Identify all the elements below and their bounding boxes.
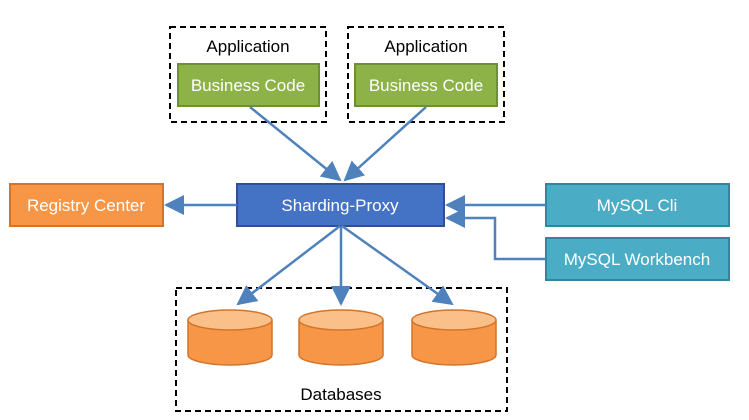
arrow-workbench-to-proxy bbox=[445, 208, 546, 261]
database-cylinder-1 bbox=[187, 309, 273, 366]
databases-label: Databases bbox=[300, 385, 381, 404]
application-border-2 bbox=[347, 26, 505, 123]
application-box-1: Application Business Code bbox=[169, 26, 327, 123]
database-cylinder-2 bbox=[298, 309, 384, 366]
mysql-cli-label: MySQL Cli bbox=[597, 196, 678, 215]
business-code-label-1: Business Code bbox=[191, 76, 305, 95]
business-code-box-2 bbox=[354, 63, 498, 107]
application-box-2: Application Business Code bbox=[347, 26, 505, 123]
application-title-1: Application bbox=[206, 37, 289, 56]
arrow-app1-to-proxy bbox=[249, 106, 342, 182]
database-top-2 bbox=[298, 309, 384, 331]
mysql-workbench-label: MySQL Workbench bbox=[564, 250, 710, 269]
registry-center-box bbox=[9, 183, 164, 227]
application-border-1 bbox=[169, 26, 327, 123]
database-top-3 bbox=[411, 309, 497, 331]
mysql-workbench: MySQL Workbench bbox=[545, 237, 730, 281]
arrow-proxy-to-db-3 bbox=[341, 224, 454, 306]
application-title-2: Application bbox=[384, 37, 467, 56]
arrow-proxy-to-db-1 bbox=[236, 225, 341, 306]
database-cylinder-3 bbox=[411, 309, 497, 366]
business-code-label-2: Business Code bbox=[369, 76, 483, 95]
database-body-2 bbox=[298, 320, 384, 366]
sharding-proxy: Sharding-Proxy bbox=[236, 183, 445, 227]
business-code-box-1 bbox=[177, 63, 320, 107]
database-body-1 bbox=[187, 320, 273, 366]
sharding-proxy-label: Sharding-Proxy bbox=[281, 196, 399, 215]
arrow-app2-to-proxy bbox=[343, 106, 427, 182]
registry-center: Registry Center bbox=[9, 183, 164, 227]
registry-center-label: Registry Center bbox=[27, 196, 145, 215]
database-top-1 bbox=[187, 309, 273, 331]
mysql-workbench-box bbox=[545, 237, 730, 281]
mysql-cli: MySQL Cli bbox=[545, 183, 730, 227]
database-body-3 bbox=[411, 320, 497, 366]
